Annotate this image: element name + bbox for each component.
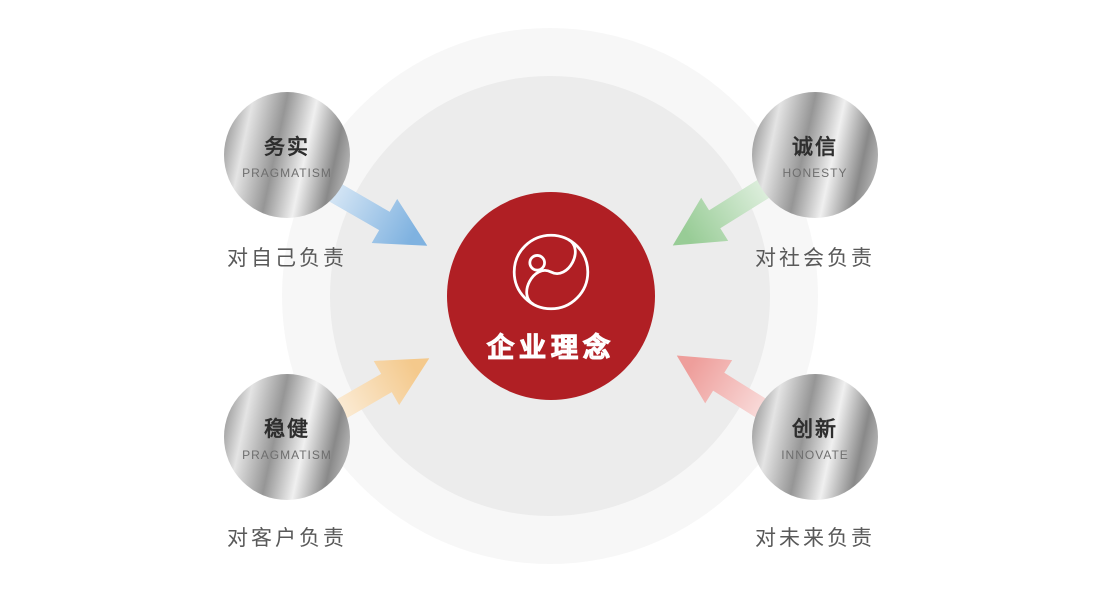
node-caption-future: 对未来负责 (755, 527, 875, 550)
node-caption-customer: 对客户负责 (227, 527, 347, 550)
node-innovate: 创新 INNOVATE (752, 374, 878, 500)
node-honesty: 诚信 HONESTY (752, 92, 878, 218)
node-title-en: HONESTY (782, 165, 848, 180)
node-title-zh: 创新 (792, 417, 838, 441)
center-title: 企业理念 (486, 332, 615, 363)
node-title-zh: 诚信 (792, 135, 838, 159)
node-pragmatism: 务实 PRAGMATISM (224, 92, 350, 218)
node-title-en: INNOVATE (781, 447, 849, 462)
node-title-en: PRAGMATISM (242, 165, 332, 180)
node-steadiness: 稳健 PRAGMATISM (224, 374, 350, 500)
node-title-zh: 务实 (264, 135, 310, 159)
node-caption-self: 对自己负责 (227, 247, 347, 270)
node-title-en: PRAGMATISM (242, 447, 332, 462)
node-title-zh: 稳健 (264, 417, 310, 441)
center-circle: 企业理念 (447, 192, 655, 400)
node-caption-society: 对社会负责 (755, 247, 875, 270)
company-logo-icon (512, 233, 590, 310)
